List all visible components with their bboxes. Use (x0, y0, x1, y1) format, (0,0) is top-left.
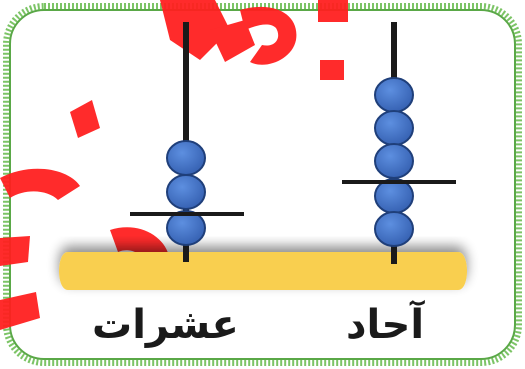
bead (374, 143, 414, 179)
bead (374, 77, 414, 113)
bead (166, 210, 206, 246)
bead (166, 174, 206, 210)
bead (374, 110, 414, 146)
separator-ones (342, 180, 456, 184)
bead (374, 178, 414, 214)
label-tens: عشرات (92, 302, 239, 348)
abacus-base (59, 252, 467, 290)
bead (374, 211, 414, 247)
beads-ones (374, 77, 414, 247)
beads-tens (166, 140, 206, 246)
watermark (0, 0, 348, 330)
label-ones: آحاد (346, 302, 425, 348)
bead (166, 140, 206, 176)
separator-tens (130, 212, 244, 216)
